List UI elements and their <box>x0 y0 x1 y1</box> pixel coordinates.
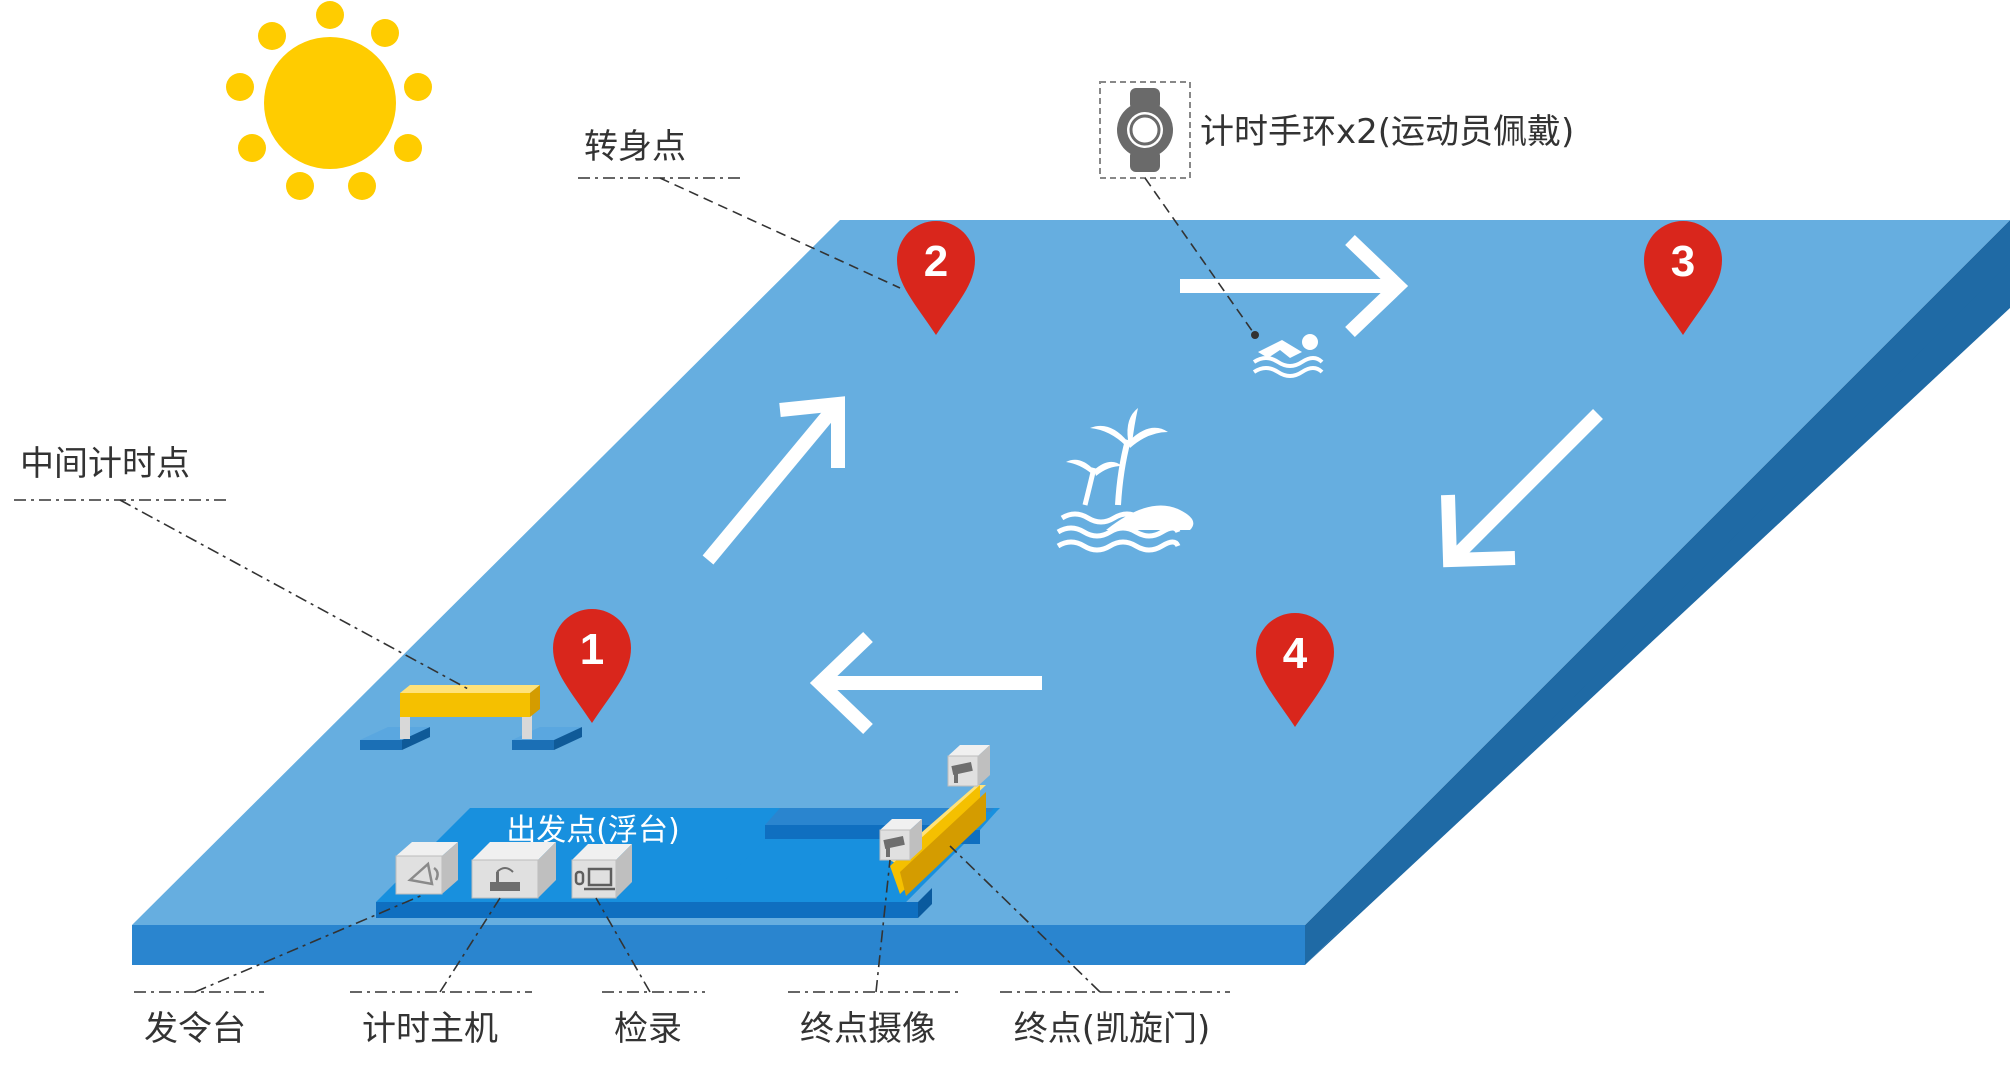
direction-arrows <box>702 234 1603 735</box>
mid-timing-label: 中间计时点 <box>20 444 190 484</box>
camera-box-bottom <box>879 819 922 861</box>
mid-timing-gate <box>360 685 582 750</box>
marker-1-label: 1 <box>580 625 604 674</box>
finish-camera-leader <box>875 859 891 993</box>
computer-box <box>571 844 632 899</box>
turn-point-leader <box>659 177 901 289</box>
timing-host-label: 计时主机 <box>362 1009 498 1049</box>
router-box <box>471 842 556 899</box>
palm-island-icon <box>1056 408 1194 553</box>
marker-4-label: 4 <box>1283 629 1308 678</box>
marker-1: 1 <box>553 609 631 723</box>
pool-front-face <box>132 925 1305 965</box>
arrow-up-right <box>702 396 845 565</box>
camera-icon <box>951 762 973 783</box>
camera-icon <box>883 836 905 857</box>
arrow-left <box>809 631 1042 735</box>
pool <box>132 220 2010 965</box>
marker-2: 2 <box>897 221 975 335</box>
sun-icon <box>226 1 432 200</box>
marker-2-label: 2 <box>924 237 948 286</box>
mid-timing-leader <box>119 499 471 691</box>
computer-icon <box>574 867 615 891</box>
timing-host-leader <box>439 897 501 993</box>
finish-arch-label: 终点(凯旋门) <box>1014 1009 1211 1049</box>
check-in-label: 检录 <box>614 1009 682 1049</box>
router-icon <box>490 867 520 891</box>
camera-box-top <box>947 745 990 787</box>
turn-point-label: 转身点 <box>584 127 686 167</box>
marker-3: 3 <box>1644 221 1722 335</box>
speaker-box <box>395 842 458 895</box>
starter-stand-label: 发令台 <box>144 1009 246 1049</box>
water-surface <box>132 220 2010 925</box>
wristband-label: 计时手环x2(运动员佩戴) <box>1200 112 1574 152</box>
swimmer-icon <box>1252 334 1324 378</box>
speaker-icon <box>407 861 439 886</box>
marker-3-label: 3 <box>1671 237 1695 286</box>
arrow-right <box>1180 234 1409 338</box>
check-in-leader <box>595 897 651 993</box>
finish-arch-leader <box>949 845 1101 993</box>
starter-stand-leader <box>194 893 426 993</box>
wristband-callout <box>1099 81 1191 179</box>
marker-4: 4 <box>1256 613 1334 727</box>
arrow-down-left <box>1441 409 1603 568</box>
finish-camera-label: 终点摄像 <box>800 1009 936 1049</box>
watch-icon <box>1117 88 1173 172</box>
